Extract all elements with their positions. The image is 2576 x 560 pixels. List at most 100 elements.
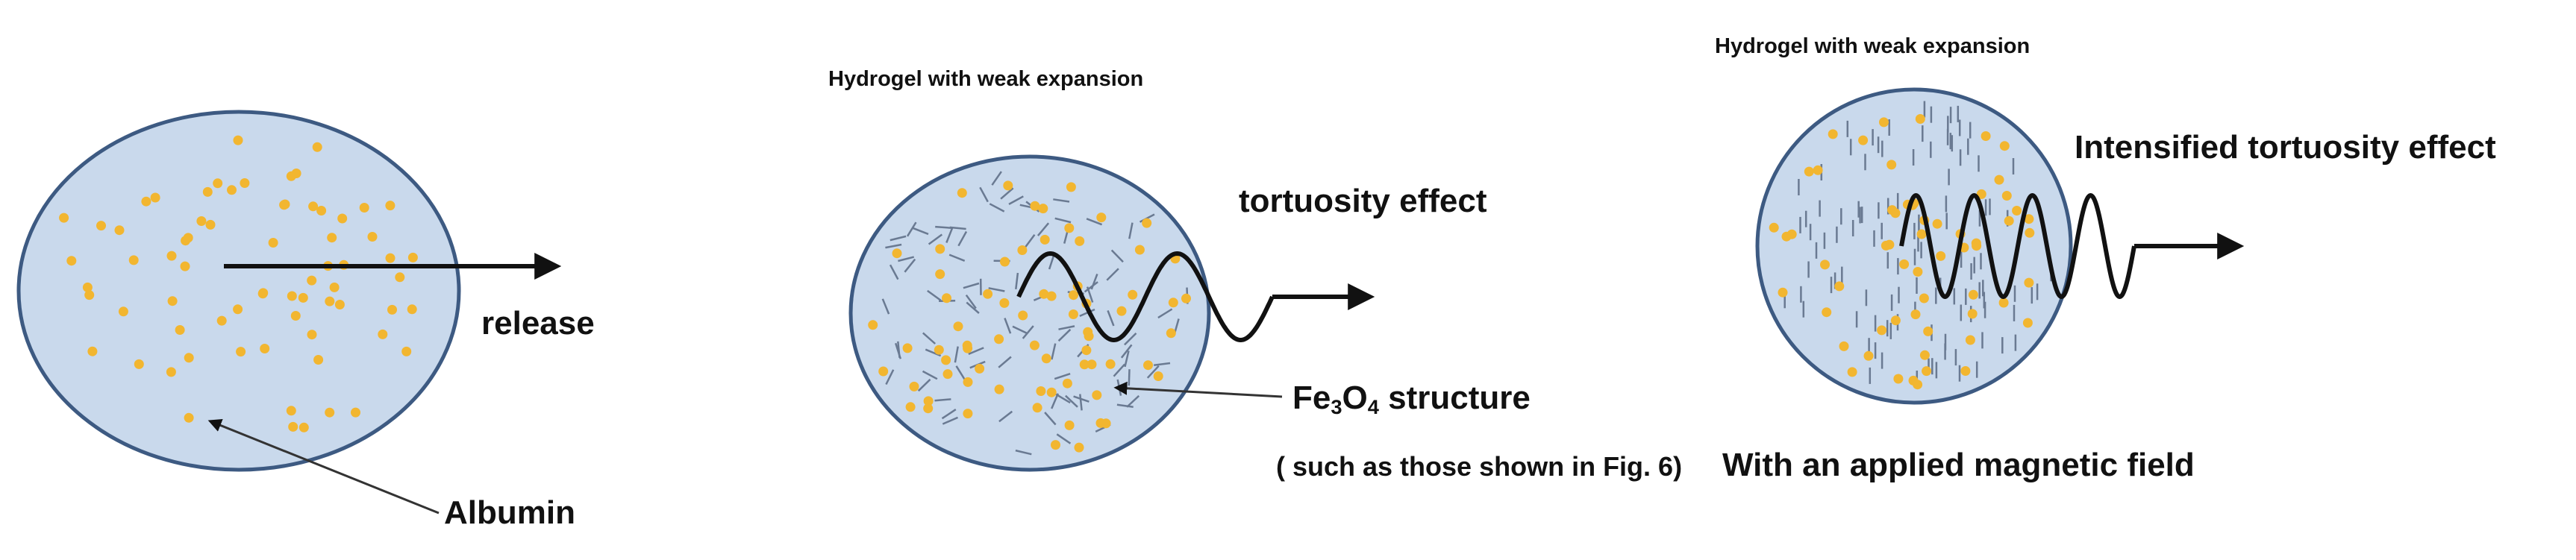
albumin-particle xyxy=(59,213,69,223)
albumin-particle-3 xyxy=(1881,240,1891,251)
fe3o4-rod xyxy=(955,365,966,381)
albumin-particle-3 xyxy=(1915,114,1925,124)
structure-text: structure xyxy=(1378,380,1531,416)
fe3o4-rod xyxy=(889,264,899,280)
albumin-particle-2 xyxy=(963,343,973,353)
albumin-particle-2 xyxy=(1128,289,1138,300)
albumin-particle-2 xyxy=(935,244,945,254)
tortuosity-wave xyxy=(1016,251,1275,342)
albumin-particle-2 xyxy=(1064,420,1075,430)
albumin-particle xyxy=(213,178,223,189)
albumin-particle xyxy=(298,292,308,303)
fe3o4-rod xyxy=(1057,328,1072,342)
fe3o4-rod xyxy=(957,230,968,247)
fe3o4-rod xyxy=(922,370,938,380)
albumin-particle-2 xyxy=(1068,309,1078,319)
fe3o4-rod xyxy=(1054,217,1072,224)
albumin-particle-2 xyxy=(1039,289,1049,299)
albumin-particle-2 xyxy=(1040,234,1050,245)
fe3o4-rod xyxy=(1154,362,1171,367)
albumin-particle-3 xyxy=(1967,309,1978,319)
fe3o4-rod xyxy=(1051,393,1059,409)
fe3o4-rod xyxy=(1124,350,1130,368)
intensified-wave xyxy=(1899,193,2136,299)
fe3o4-rod xyxy=(979,186,989,203)
fe3o4-rod xyxy=(1051,343,1057,360)
fe3o4-rod xyxy=(1004,318,1012,334)
albumin-particle-2 xyxy=(1095,418,1106,428)
fe3o4-rod xyxy=(913,227,929,236)
albumin-particle xyxy=(325,407,335,418)
fe3o4-rod xyxy=(1015,272,1019,290)
fe3o4-rod xyxy=(941,409,957,420)
intensified-label: Intensified tortuosity effect xyxy=(2075,129,2496,166)
fe3o4-rod xyxy=(895,342,901,359)
albumin-particle xyxy=(401,346,412,356)
fe3o4-rod xyxy=(942,416,958,425)
albumin-particle-3 xyxy=(2001,191,2012,201)
albumin-particle xyxy=(96,221,106,231)
albumin-particle-2 xyxy=(1030,201,1040,211)
albumin-particle-3 xyxy=(1813,165,1823,175)
albumin-particle xyxy=(184,412,194,423)
albumin-particle-3 xyxy=(1769,222,1779,233)
fe3o4-rod xyxy=(934,398,951,402)
magnetic-field-label: With an applied magnetic field xyxy=(1722,447,2195,483)
albumin-particle-2 xyxy=(909,381,919,391)
sphere-1 xyxy=(16,110,461,472)
albumin-particle-group xyxy=(59,135,418,432)
albumin-particle xyxy=(307,330,317,340)
fe3o4-rod xyxy=(1090,273,1098,290)
albumin-particle-3 xyxy=(1999,141,2010,151)
albumin-particle xyxy=(260,344,270,353)
albumin-particle-2 xyxy=(953,321,963,332)
albumin-particle-2 xyxy=(1069,290,1078,301)
fe3o4-label: Fe3O4 structure xyxy=(1292,382,1531,417)
albumin-particle xyxy=(287,291,297,301)
albumin-particle xyxy=(236,347,246,357)
albumin-particle-3 xyxy=(1922,366,1932,377)
albumin-particle-3 xyxy=(1919,350,1930,360)
albumin-particle-2-group xyxy=(868,180,1191,453)
fe3o4-rod xyxy=(991,171,1002,186)
fe3o4-rod xyxy=(949,226,966,230)
fe3o4-rod xyxy=(1055,393,1071,404)
fe3o4-rod xyxy=(1086,218,1103,226)
albumin-particle xyxy=(233,135,243,145)
fe3o4-rod xyxy=(925,348,942,357)
albumin-particle xyxy=(334,300,345,309)
fe3o4-rod xyxy=(1022,325,1034,339)
albumin-particle xyxy=(233,304,243,315)
albumin-particle-3 xyxy=(1893,374,1904,384)
albumin-particle xyxy=(378,329,388,339)
albumin-particle-2 xyxy=(1051,440,1060,450)
fe3o4-rod xyxy=(885,243,902,249)
fe3o4-rod xyxy=(1106,268,1119,281)
albumin-particle-3 xyxy=(1834,281,1845,292)
albumin-pointer xyxy=(207,419,440,515)
albumin-particle-2 xyxy=(1000,257,1010,267)
albumin-particle-3 xyxy=(2024,214,2034,224)
albumin-particle-2 xyxy=(994,384,1004,394)
fe3o4-rod xyxy=(1120,344,1133,359)
albumin-particle xyxy=(313,355,324,365)
albumin-particle xyxy=(118,306,128,317)
albumin-particle-3 xyxy=(1886,160,1897,170)
albumin-particle xyxy=(327,233,337,243)
fe3o4-rod xyxy=(1113,363,1126,377)
fe3o4-rod xyxy=(1128,222,1134,239)
albumin-particle-2 xyxy=(892,248,902,259)
fig6-note: ( such as those shown in Fig. 6) xyxy=(1276,451,1683,482)
albumin-particle xyxy=(66,256,77,266)
fe3o4-rod xyxy=(1146,365,1160,379)
albumin-particle-2 xyxy=(923,396,934,406)
fe3o4-rod xyxy=(1139,213,1155,223)
albumin-particle-2 xyxy=(942,369,953,380)
albumin-particle-3 xyxy=(1968,289,1978,300)
albumin-particle-2 xyxy=(1116,306,1127,316)
albumin-particle-3 xyxy=(2025,227,2035,238)
albumin-particle xyxy=(258,288,269,298)
albumin-particle-2 xyxy=(1029,340,1040,350)
albumin-particle-2 xyxy=(1041,353,1051,364)
